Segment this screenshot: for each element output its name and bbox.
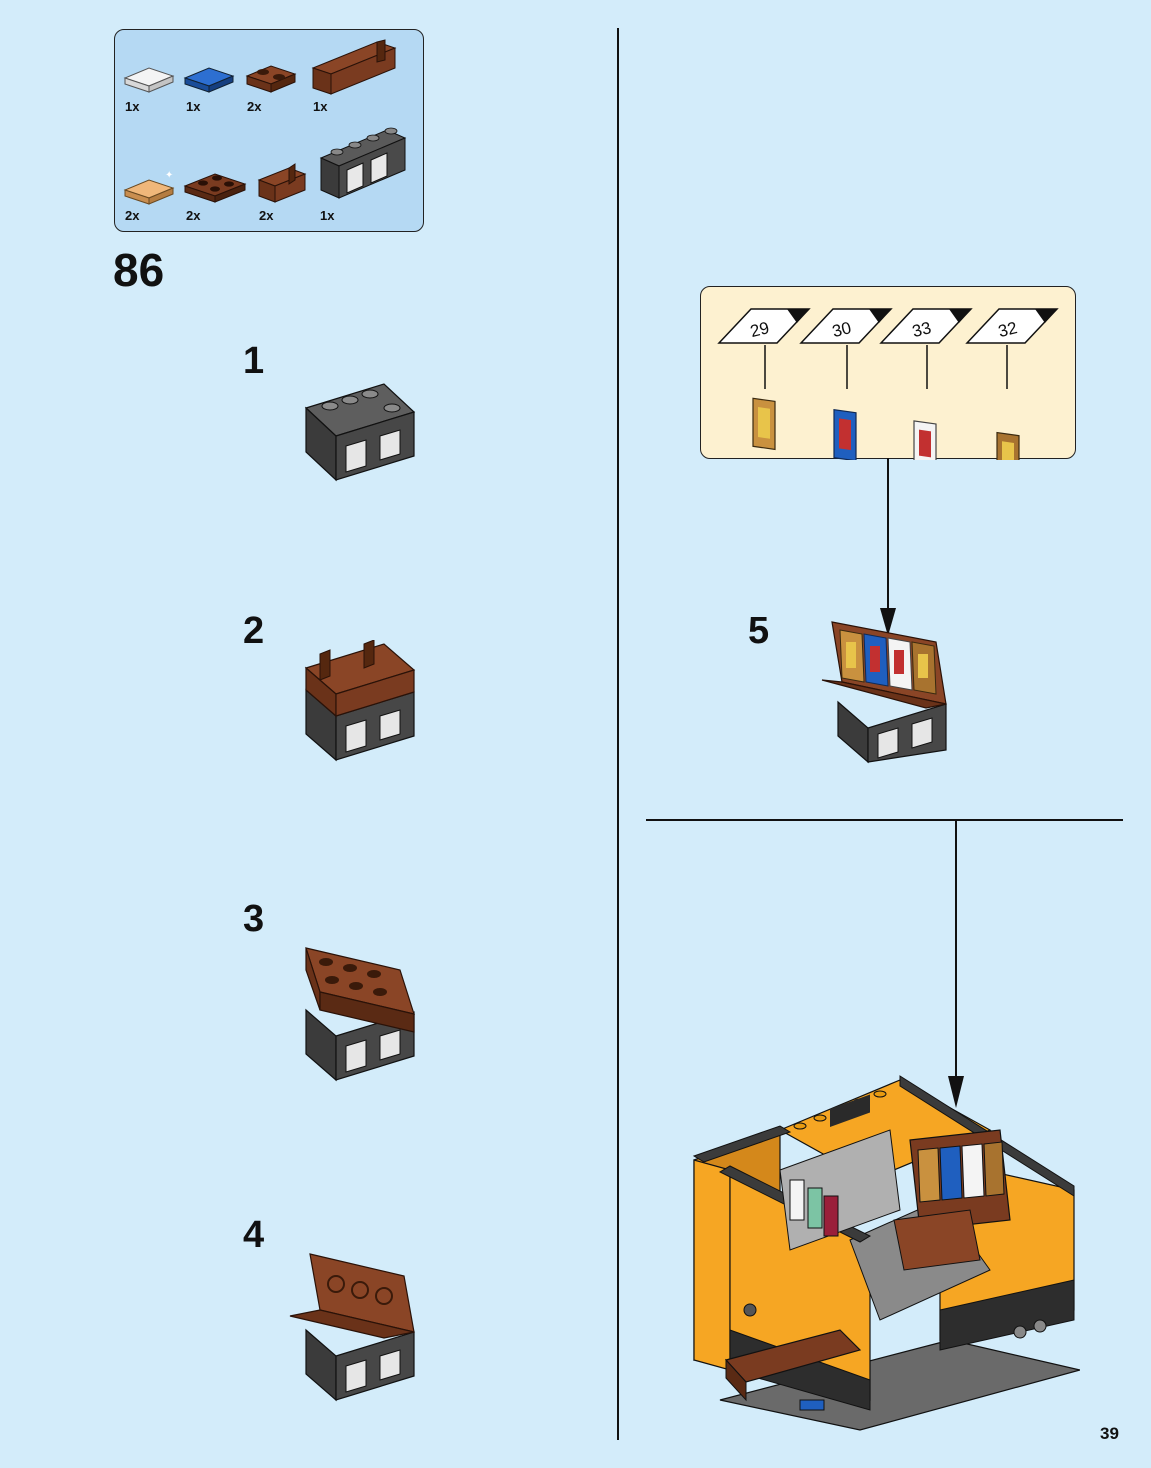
- sub-step-number: 2: [243, 610, 265, 652]
- part-qty: 2x: [259, 208, 274, 223]
- part-qty: 2x: [247, 99, 262, 114]
- sticker-number: 29: [748, 318, 771, 341]
- main-step-number: 86: [113, 244, 165, 296]
- fence-assembly-step4: [289, 1253, 415, 1402]
- part-qty: 1x: [186, 99, 201, 114]
- sticker-callout-box: 29 30 33 32: [700, 286, 1076, 460]
- brown-bracket-icon: [311, 39, 397, 95]
- sticker-number: 33: [910, 318, 933, 341]
- svg-text:✦: ✦: [165, 170, 173, 181]
- sticker-number: 30: [830, 318, 853, 341]
- section-divider: [646, 819, 1123, 821]
- arrow-down-icon: [948, 820, 964, 1108]
- column-divider: [617, 28, 619, 1440]
- tan-tile-icon: ✦: [123, 170, 175, 205]
- part-qty: 1x: [313, 99, 328, 114]
- brown-small-bracket-icon: [257, 163, 307, 203]
- sticker-sheet-icon: [717, 308, 811, 344]
- printed-tile-blue: [833, 409, 857, 460]
- shop-building-model: [692, 1075, 1080, 1431]
- sticker-sheet-icon: [799, 308, 893, 344]
- printed-tile-white: [913, 420, 937, 460]
- sub-step-number: 1: [243, 340, 265, 382]
- sub-step-number: 5: [748, 610, 770, 652]
- sub-step-number: 3: [243, 898, 265, 940]
- sticker-sheet-icon: [879, 308, 973, 344]
- part-qty: 2x: [186, 208, 201, 223]
- blue-tile-icon: [183, 67, 235, 93]
- parts-list-box: ✦ 1x: [114, 29, 424, 232]
- brown-plate-icon: [245, 65, 297, 93]
- fence-assembly-step1: [304, 383, 416, 482]
- printed-tile-brown: [996, 431, 1020, 460]
- sticker-illustrations: 29 30 33 32: [717, 308, 1059, 460]
- part-qty: 2x: [125, 208, 140, 223]
- fence-assembly-step2: [304, 640, 416, 762]
- white-tile-icon: [123, 67, 175, 93]
- brown-plate-2x2-icon: [183, 173, 247, 203]
- page-number: 39: [1100, 1424, 1119, 1443]
- part-qty: 1x: [125, 99, 140, 114]
- parts-illustrations: ✦: [123, 39, 407, 205]
- sticker-sheet-icon: [965, 308, 1059, 344]
- magazine-rack-assembly: [821, 621, 947, 764]
- sub-step-number: 4: [243, 1214, 265, 1256]
- sticker-number: 32: [996, 318, 1019, 341]
- fence-assembly-step3: [305, 947, 415, 1082]
- printed-tile-tan: [752, 397, 776, 451]
- arrow-down-icon: [880, 458, 896, 636]
- part-qty: 1x: [320, 208, 335, 223]
- gray-fence-icon: [319, 127, 407, 199]
